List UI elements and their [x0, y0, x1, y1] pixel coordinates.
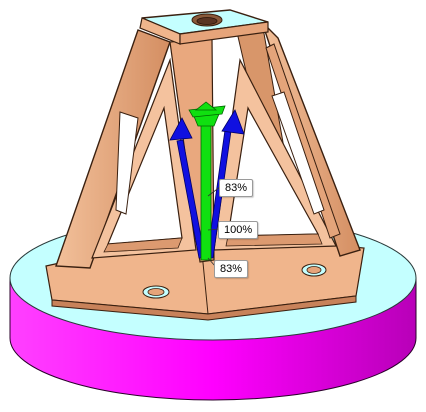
callout-leaders: [207, 186, 221, 267]
load-callout-left[interactable]: 83%: [219, 179, 254, 197]
arrow-left[interactable]: [169, 117, 206, 259]
arrow-center[interactable]: [188, 101, 226, 261]
load-callout-right[interactable]: 83%: [214, 260, 249, 278]
load-callout-center[interactable]: 100%: [218, 221, 259, 239]
bracket-body: [55, 9, 361, 269]
